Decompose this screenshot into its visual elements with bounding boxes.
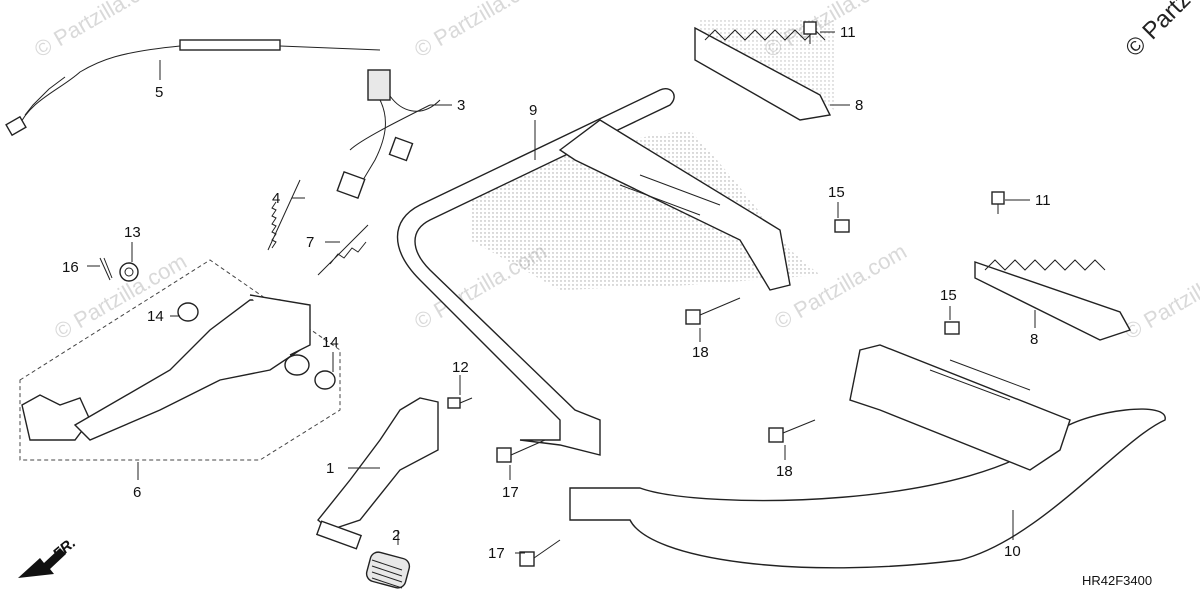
bolt-11-right	[991, 191, 1005, 214]
callout-15-right: 15	[940, 287, 957, 304]
bolt-18-upper	[685, 297, 741, 325]
callout-17-upper: 17	[502, 484, 519, 501]
callout-10: 10	[1004, 543, 1021, 560]
footpeg-upper	[694, 26, 832, 121]
brake-pedal-assembly	[21, 294, 311, 441]
callout-11-upper: 11	[840, 24, 856, 41]
step-bar-right	[569, 344, 1166, 569]
pedal-rubber	[365, 551, 411, 589]
bolt-12	[447, 397, 473, 409]
seal-upper	[177, 302, 199, 322]
callout-8-right: 8	[1030, 331, 1038, 348]
bolt-17-lower	[519, 539, 561, 567]
callout-3: 3	[457, 97, 465, 114]
washer	[119, 262, 139, 282]
callout-9: 9	[529, 102, 537, 119]
callout-1: 1	[326, 460, 334, 477]
pedal-assembly-outline	[19, 259, 341, 461]
callout-16: 16	[62, 259, 79, 276]
callout-18-upper: 18	[692, 344, 709, 361]
brake-cable	[5, 39, 381, 137]
callout-8-upper: 8	[855, 97, 863, 114]
callout-labels: 5 3 4 7 13 16 14 14 6 1 2 12 17 17 9 11 …	[62, 24, 1051, 562]
diagram-code: HR42F3400	[1082, 573, 1152, 588]
footpeg-right	[974, 259, 1132, 341]
stop-switch	[336, 69, 441, 200]
callout-12: 12	[452, 359, 469, 376]
watermark-text: © Partzilla.com	[30, 0, 171, 62]
callout-5: 5	[155, 84, 163, 101]
callout-4: 4	[272, 190, 280, 207]
bolt-11-upper	[803, 21, 817, 44]
step-bar-left	[396, 88, 791, 456]
callout-15-upper: 15	[828, 184, 845, 201]
bolt-17-upper	[496, 439, 546, 463]
callout-18-lower: 18	[776, 463, 793, 480]
seal-lower	[314, 370, 336, 390]
front-direction-indicator: FR.	[18, 535, 79, 578]
callout-14-left: 14	[147, 308, 164, 325]
watermark-text: © Partzilla.com	[410, 0, 551, 62]
step-pedal	[315, 397, 439, 550]
leader-lines	[87, 31, 1036, 554]
callout-7: 7	[306, 234, 314, 251]
callout-17-lower: 17	[488, 545, 505, 562]
nut-15-right	[944, 321, 960, 335]
cotter-pin	[99, 257, 113, 281]
return-spring	[267, 179, 301, 251]
bolt-18-lower	[768, 419, 816, 443]
corner-watermark: © Partz	[1120, 0, 1196, 62]
callout-14-right: 14	[322, 334, 339, 351]
watermark-text: © Partzilla.com	[1120, 249, 1200, 345]
callout-6: 6	[133, 484, 141, 501]
arrow-icon	[18, 548, 66, 578]
callout-2: 2	[392, 527, 400, 544]
callout-11-right: 11	[1035, 192, 1051, 209]
brake-spring	[317, 224, 369, 276]
callout-13: 13	[124, 224, 141, 241]
nut-15-upper	[834, 219, 850, 233]
